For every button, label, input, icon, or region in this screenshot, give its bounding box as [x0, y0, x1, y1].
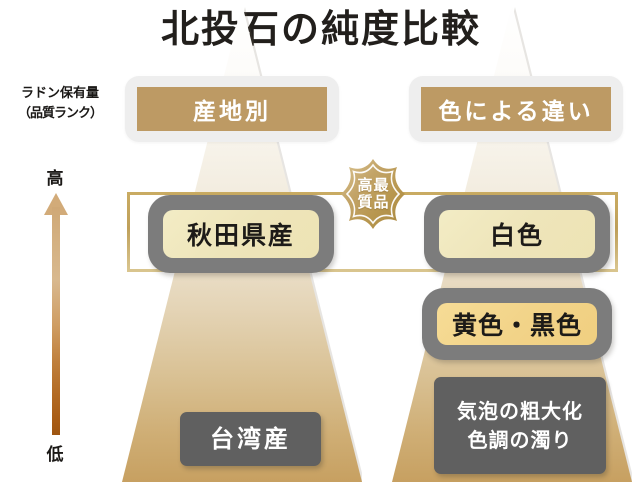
page-title: 北投石の純度比較 — [160, 6, 481, 51]
badge-shape-icon — [341, 159, 405, 229]
badge-column-left: 高 質 — [357, 177, 372, 211]
plaque-white[interactable]: 白色 — [424, 195, 610, 273]
box-defects[interactable]: 気泡の粗大化 色調の濁り — [434, 377, 606, 474]
badge-text-wrap: 最 品 高 質 — [339, 158, 407, 230]
badge-column-right: 最 品 — [374, 177, 389, 211]
axis-caption-line2: （品質ランク） — [17, 106, 103, 121]
badge-char-2: 高 — [357, 176, 373, 194]
header-label-color: 色による違い — [421, 87, 611, 131]
header-pill-color[interactable]: 色による違い — [409, 76, 623, 142]
axis-high-label: 高 — [46, 169, 64, 189]
plaque-yellow-black[interactable]: 黄色・黒色 — [422, 288, 612, 360]
axis-caption-line1: ラドン保有量 — [20, 86, 99, 101]
best-quality-badge: 最 品 高 質 — [339, 158, 407, 230]
arrow-shaft — [52, 207, 60, 435]
header-label-origin: 産地別 — [137, 87, 327, 131]
plaque-label-akita: 秋田県産 — [163, 210, 319, 258]
axis-caption: ラドン保有量 （品質ランク） — [0, 84, 120, 124]
badge-char-3: 品 — [373, 193, 389, 211]
box-defects-line1: 気泡の粗大化 — [457, 398, 583, 423]
quality-arrow-icon — [44, 193, 68, 435]
plaque-label-white: 白色 — [439, 210, 595, 258]
badge-char-4: 質 — [357, 193, 373, 211]
badge-char-1: 最 — [373, 176, 389, 194]
plaque-akita[interactable]: 秋田県産 — [148, 195, 334, 273]
plaque-label-yellow-black: 黄色・黒色 — [437, 303, 597, 345]
box-taiwan[interactable]: 台湾産 — [180, 412, 321, 466]
arrow-head-icon — [44, 193, 68, 215]
axis-low-label: 低 — [46, 445, 64, 465]
header-pill-origin[interactable]: 産地別 — [125, 76, 339, 142]
box-defects-line2: 色調の濁り — [467, 427, 573, 452]
